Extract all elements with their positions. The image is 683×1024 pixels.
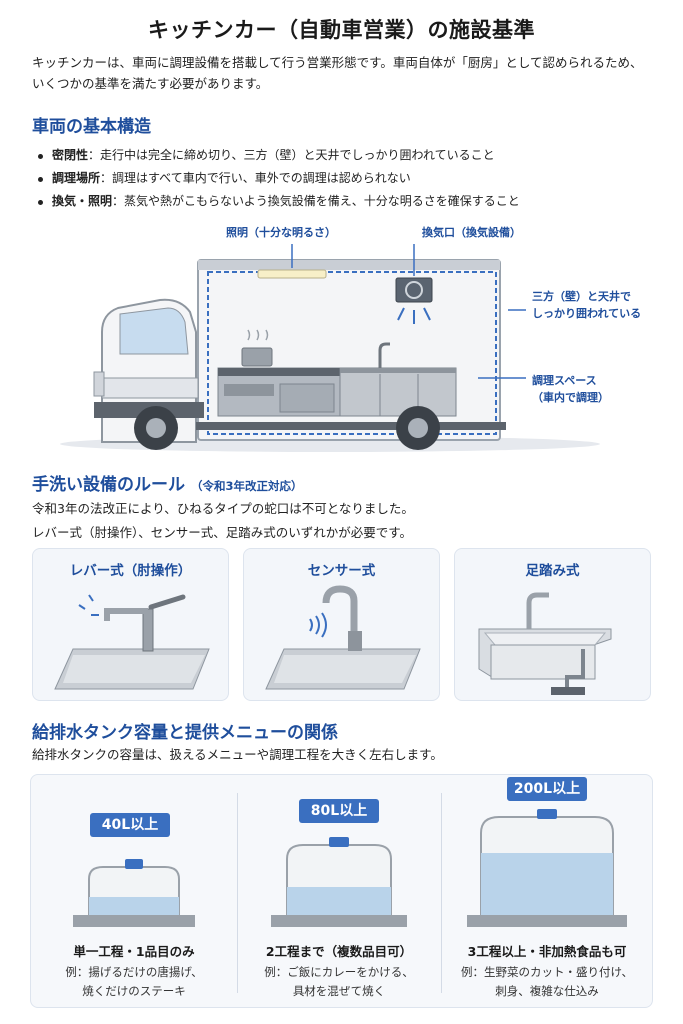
card-title: 足踏み式 (525, 563, 580, 579)
tank-medium-icon (271, 837, 407, 927)
intro-line-2: いくつかの基準を満たす必要があります。 (32, 76, 269, 91)
handwash-card-lever: レバー式（肘操作） (32, 548, 229, 701)
structure-bullets: 密閉性：走行中は完全に締め切り、三方（壁）と天井でしっかり囲われていること 調理… (36, 144, 656, 213)
bullet-term: 密閉性 (52, 148, 89, 162)
handwash-heading: 手洗い設備のルール （令和3年改正対応） (32, 470, 303, 495)
space-label-line-2: （車内で調理） (532, 391, 609, 404)
card-title: センサー式 (307, 563, 376, 579)
tank-col-200: 200L以上 3工程以上・非加熱食品も可 例：生野菜のカット・盛り付け、 刺身、… (441, 775, 653, 1009)
tank-panel: 40L以上 単一工程・1品目のみ 例：揚げるだけの唐揚げ、 焼くだけのステーキ … (30, 774, 653, 1008)
lever-faucet-icon (54, 594, 210, 690)
bullet-term: 調理場所 (52, 171, 101, 185)
tank-heading: 給排水タンク容量と提供メニューの関係 (32, 723, 338, 743)
vent-label: 換気口（換気設備） (422, 226, 521, 239)
bullet-item: 換気・照明：蒸気や熱がこもらないよう換気設備を備え、十分な明るさを確保すること (36, 190, 656, 213)
intro-text: キッチンカーは、車両に調理設備を搭載して行う営業形態です。車両自体が「厨房」とし… (32, 52, 657, 94)
tank-col-80: 80L以上 2工程まで（複数品目可） 例：ご飯にカレーをかける、 具材を混ぜて焼… (237, 775, 441, 1009)
handwash-card-sensor: センサー式 (243, 548, 440, 701)
space-label-line-1: 調理スペース (532, 374, 597, 387)
tank-example: 例：揚げるだけの唐揚げ、 焼くだけのステーキ (31, 963, 237, 1001)
walls-label-line-2: しっかり囲われている (532, 307, 642, 320)
page-title: キッチンカー（自動車営業）の施設基準 (148, 18, 535, 42)
bullet-text: ：蒸気や熱がこもらないよう換気設備を備え、十分な明るさを確保すること (112, 194, 520, 208)
structure-heading: 車両の基本構造 (32, 117, 151, 137)
bullet-item: 密閉性：走行中は完全に締め切り、三方（壁）と天井でしっかり囲われていること (36, 144, 656, 167)
walls-label: 三方（壁）と天井で しっかり囲われている (532, 288, 641, 322)
capacity-badge: 40L以上 (90, 813, 170, 837)
tank-example-line-2: 刺身、複雑な仕込み (495, 984, 599, 998)
cooking-space-label: 調理スペース （車内で調理） (532, 372, 609, 406)
capacity-badge: 80L以上 (299, 799, 379, 823)
handwash-card-foot: 足踏み式 (454, 548, 651, 701)
bullet-text: ：走行中は完全に締め切り、三方（壁）と天井でしっかり囲われていること (88, 148, 495, 162)
tank-example-line-2: 焼くだけのステーキ (82, 984, 186, 998)
tank-description: 給排水タンクの容量は、扱えるメニューや調理工程を大きく左右します。 (32, 747, 443, 762)
walls-label-line-1: 三方（壁）と天井で (532, 290, 631, 303)
bullet-text: ：調理はすべて車内で行い、車外での調理は認められない (100, 171, 411, 185)
tank-example: 例：ご飯にカレーをかける、 具材を混ぜて焼く (237, 963, 441, 1001)
tank-example-line-2: 具材を混ぜて焼く (292, 984, 386, 998)
handwash-heading-note: （令和3年改正対応） (191, 479, 303, 493)
bullet-term: 換気・照明 (52, 194, 113, 208)
tank-small-icon (73, 859, 195, 927)
bullet-item: 調理場所：調理はすべて車内で行い、車外での調理は認められない (36, 167, 656, 190)
card-title: レバー式（肘操作） (69, 563, 192, 579)
handwash-description: 令和3年の法改正により、ひねるタイプの蛇口は不可となりました。 レバー式（肘操作… (32, 497, 414, 545)
divider (237, 793, 238, 993)
tank-example: 例：生野菜のカット・盛り付け、 刺身、複雑な仕込み (441, 963, 653, 1001)
tank-label: 3工程以上・非加熱食品も可 (467, 944, 627, 959)
handwash-line-2: レバー式（肘操作）、センサー式、足踏み式のいずれかが必要です。 (32, 525, 413, 540)
divider (441, 793, 442, 993)
handwash-heading-text: 手洗い設備のルール (32, 475, 185, 495)
foot-pedal-sink-icon (478, 592, 612, 695)
handwash-line-1: 令和3年の法改正により、ひねるタイプの蛇口は不可となりました。 (32, 501, 414, 516)
lighting-label: 照明（十分な明るさ） (226, 226, 336, 239)
tank-large-icon (467, 809, 627, 927)
tank-example-line-1: 例：ご飯にカレーをかける、 (264, 965, 414, 979)
tank-example-line-1: 例：揚げるだけの唐揚げ、 (65, 965, 203, 979)
tank-col-40: 40L以上 単一工程・1品目のみ 例：揚げるだけの唐揚げ、 焼くだけのステーキ (31, 775, 237, 1009)
tank-label: 単一工程・1品目のみ (73, 944, 195, 959)
capacity-badge: 200L以上 (507, 777, 587, 801)
truck-icon (60, 244, 600, 452)
kitchen-truck-illustration: 照明（十分な明るさ） 換気口（換気設備） 三方（壁）と天井で しっかり囲われてい… (30, 222, 653, 462)
tank-example-line-1: 例：生野菜のカット・盛り付け、 (461, 965, 633, 979)
tank-label: 2工程まで（複数品目可） (265, 944, 413, 959)
intro-line-1: キッチンカーは、車両に調理設備を搭載して行う営業形態です。車両自体が「厨房」とし… (32, 55, 643, 70)
sensor-faucet-icon (265, 585, 421, 690)
